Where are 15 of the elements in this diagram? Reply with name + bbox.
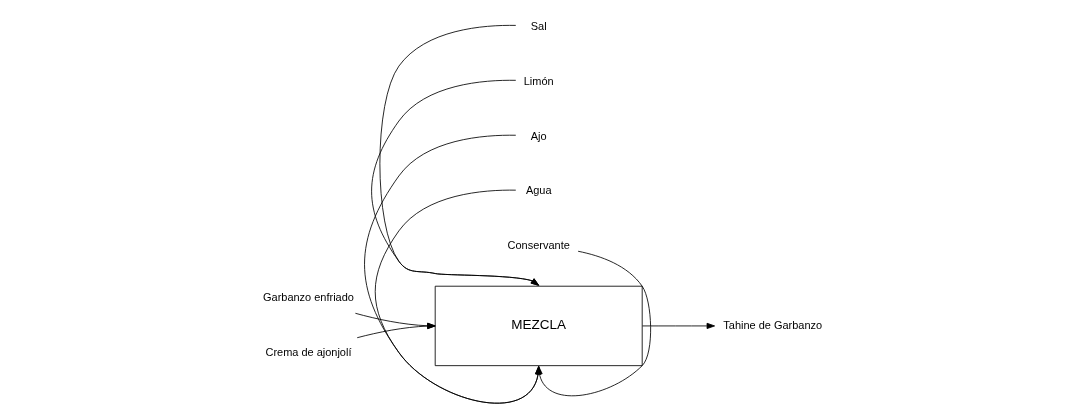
- arrow: [641, 322, 715, 329]
- arrow: [370, 79, 539, 286]
- arrow: [536, 250, 651, 397]
- node-text: Tahine de Garbanzo: [722, 318, 822, 331]
- node-text: Garbanzo enfriado: [262, 290, 354, 303]
- node-text: Crema de ajonjolí: [264, 345, 351, 358]
- node-text: Conservante: [507, 239, 570, 252]
- node-text: Sal: [530, 19, 547, 32]
- arrow: [374, 189, 541, 404]
- arrow: [378, 24, 539, 286]
- node-box: MEZCLA: [434, 285, 643, 367]
- node-text: Ajo: [530, 129, 547, 142]
- arrow: [363, 134, 541, 404]
- node-text: Limón: [523, 74, 554, 87]
- node-text: Agua: [525, 184, 552, 197]
